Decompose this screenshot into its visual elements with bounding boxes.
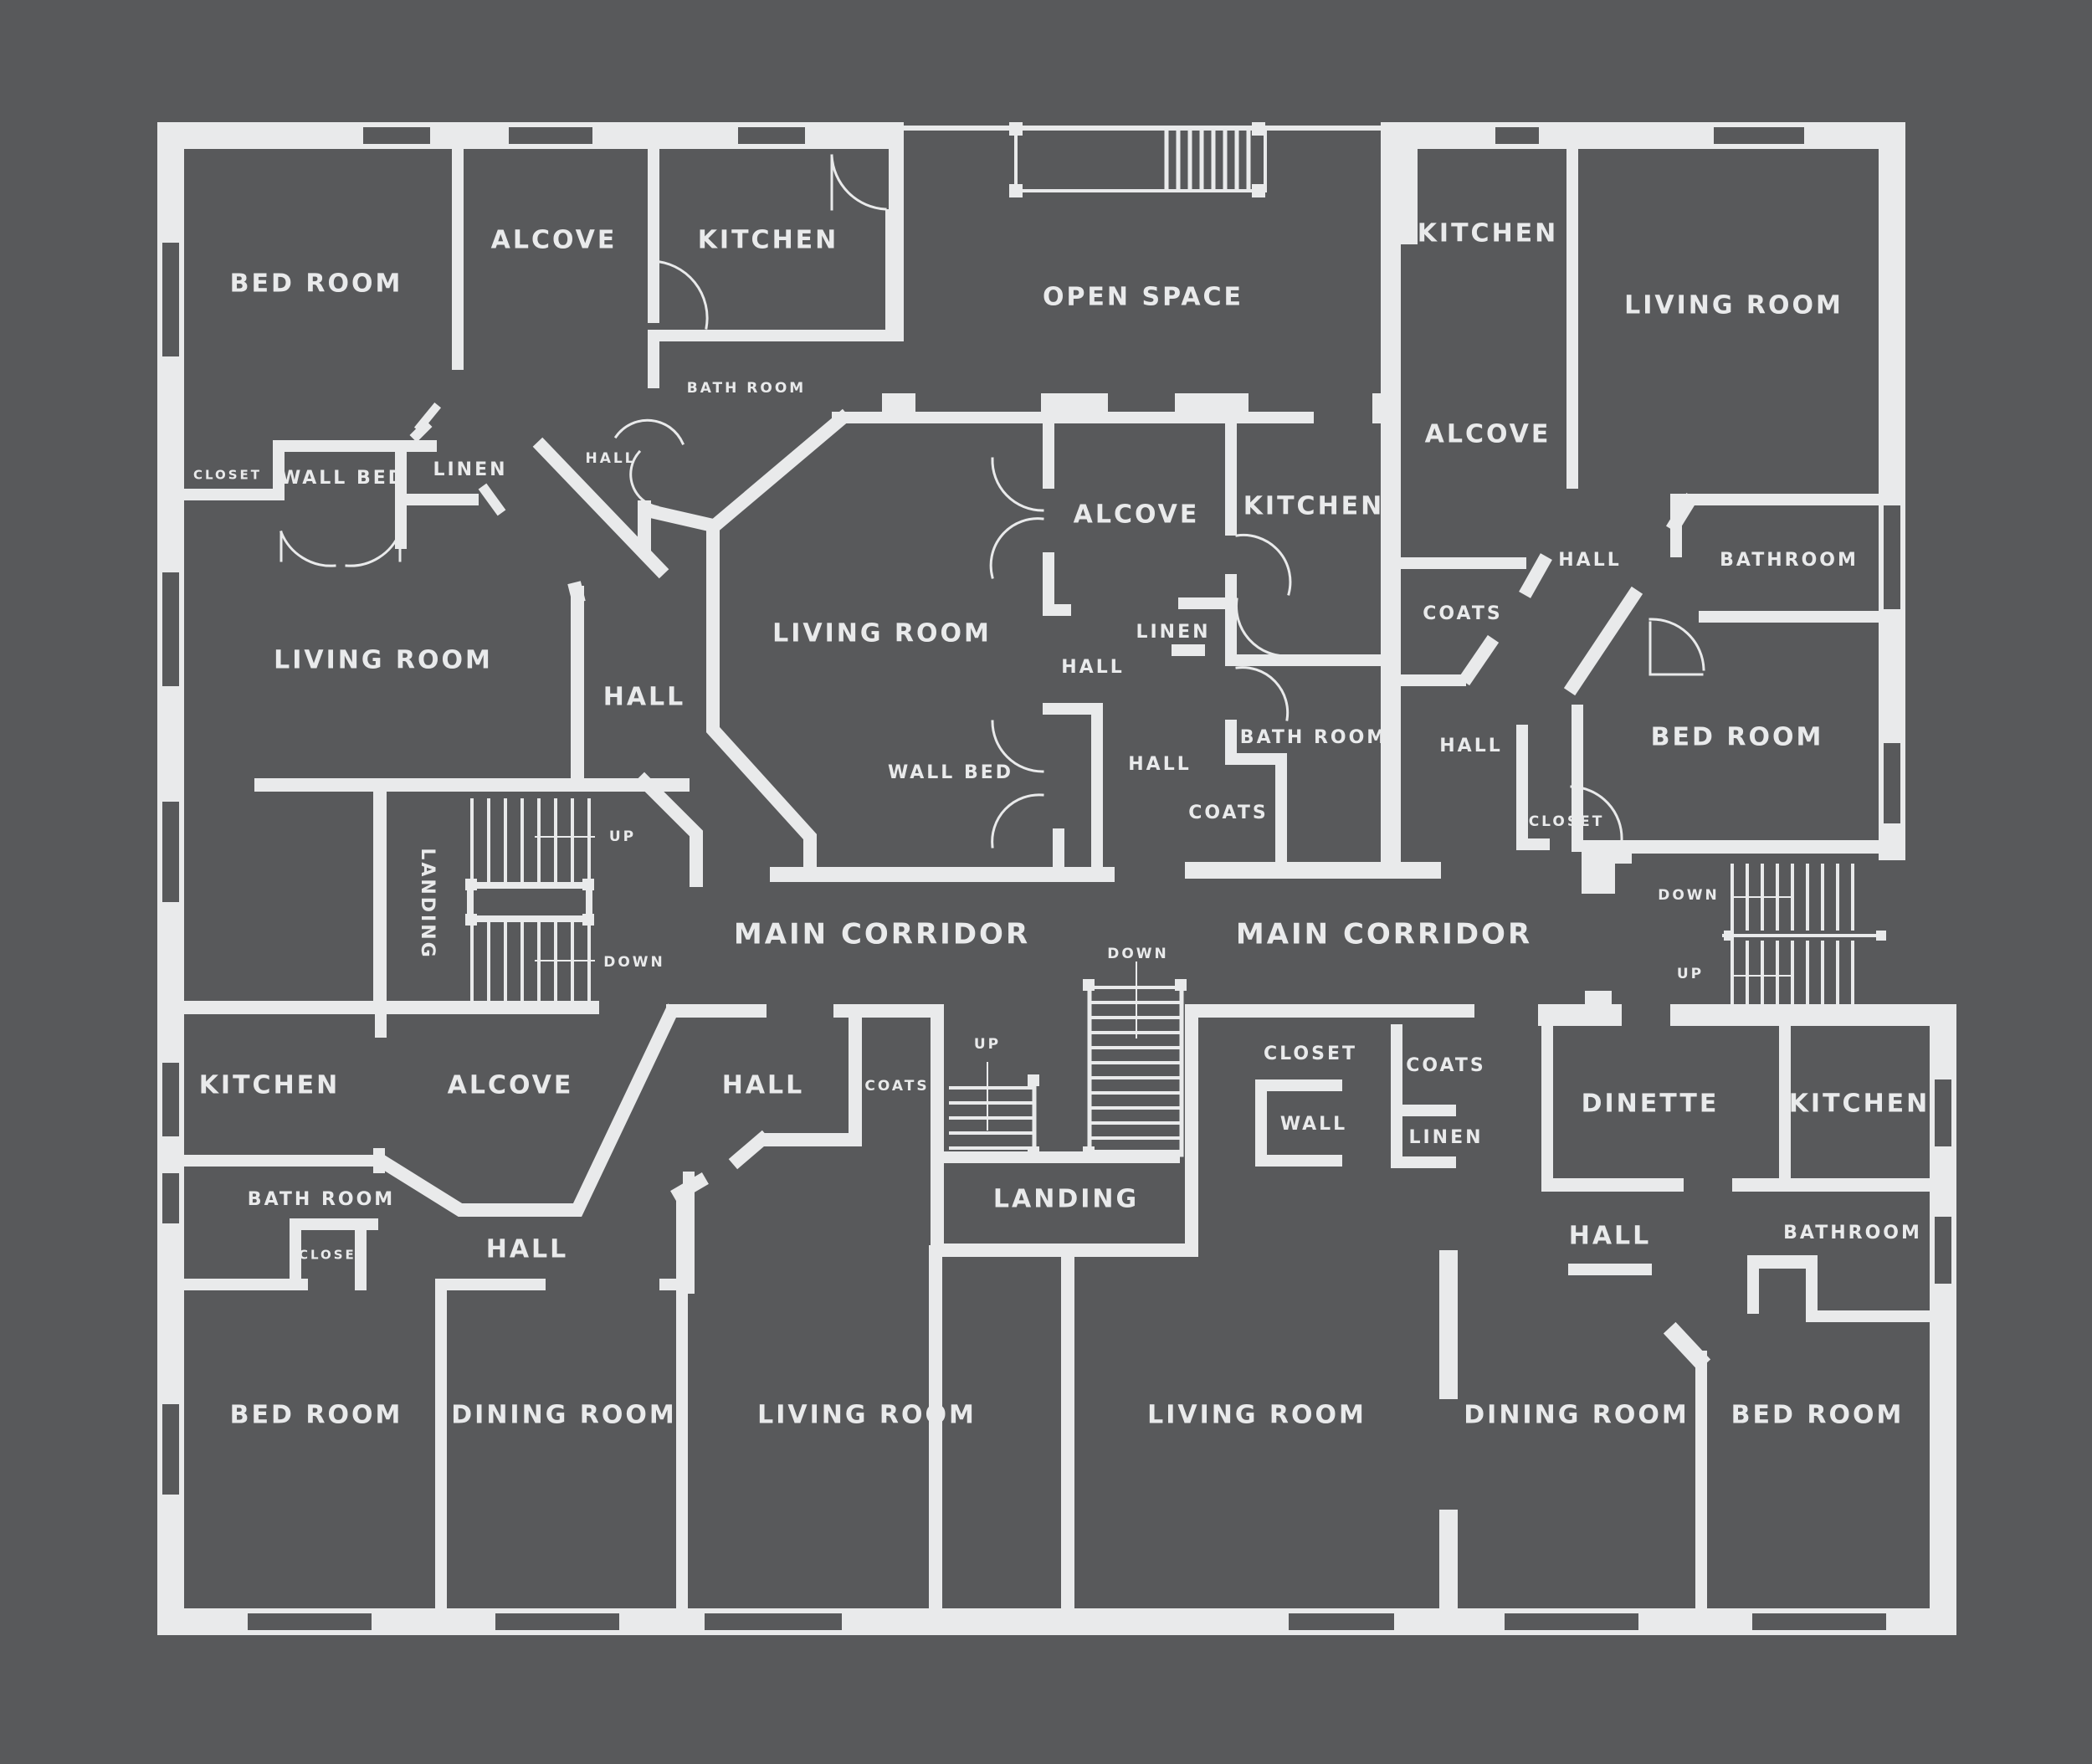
diagonal-walls — [375, 402, 1711, 1372]
alcove-nw-label: ALCOVE — [491, 226, 618, 255]
door-swings — [279, 154, 1705, 849]
hall-sw-a-label: HALL — [722, 1071, 805, 1100]
stairs-west — [465, 798, 595, 1003]
closet-nw-label: CLOSET — [193, 468, 262, 483]
open-space-label: OPEN SPACE — [1043, 283, 1243, 312]
bed-room-sw-label: BED ROOM — [230, 1401, 403, 1430]
up-ne-label: UP — [1677, 966, 1704, 982]
wall-bed-center-label: WALL BED — [888, 762, 1013, 783]
hall-w-label: HALL — [603, 683, 686, 712]
closet-sw-label: CLOSET — [299, 1248, 367, 1263]
hall-center-b-label: HALL — [1128, 754, 1191, 775]
bath-room-sw-label: BATH ROOM — [248, 1189, 395, 1210]
up-center-label: UP — [974, 1036, 1001, 1053]
coats-ne-label: COATS — [1423, 603, 1502, 624]
living-room-w-label: LIVING ROOM — [274, 646, 493, 675]
down-center-label: DOWN — [1107, 946, 1169, 962]
hall-nw-small-label: HALL — [585, 450, 636, 467]
bathroom-se-label: BATHROOM — [1783, 1223, 1922, 1244]
bed-room-ne-label: BED ROOM — [1651, 723, 1824, 752]
coats-se-label: COATS — [1406, 1055, 1485, 1076]
interior-walls — [184, 122, 1933, 1618]
bed-room-se-label: BED ROOM — [1731, 1401, 1905, 1430]
kitchen-se-label: KITCHEN — [1789, 1090, 1930, 1119]
room-labels: BED ROOM ALCOVE KITCHEN OPEN SPACE KITCH… — [193, 219, 1930, 1430]
landing-center-label: LANDING — [993, 1185, 1139, 1214]
living-room-center-label: LIVING ROOM — [772, 619, 992, 649]
stairs-east — [1722, 864, 1886, 1006]
stairs-north — [1009, 122, 1267, 197]
hall-se-label: HALL — [1569, 1222, 1652, 1251]
kitchen-sw-label: KITCHEN — [199, 1071, 341, 1100]
living-room-ne-label: LIVING ROOM — [1624, 291, 1843, 320]
bath-room-center-label: BATH ROOM — [1240, 727, 1387, 748]
alcove-sw-label: ALCOVE — [448, 1071, 574, 1100]
closet-s-label: CLOSET — [1264, 1044, 1357, 1064]
bed-room-nw-label: BED ROOM — [230, 269, 403, 299]
wall-bed-nw-label: WALL BED — [280, 468, 406, 489]
landing-w-label: LANDING — [417, 848, 438, 959]
hall-ne-lower-label: HALL — [1439, 736, 1502, 756]
main-corridor-1-label: MAIN CORRIDOR — [734, 918, 1030, 951]
coats-s-label: COATS — [864, 1078, 929, 1095]
bath-room-n-label: BATH ROOM — [687, 380, 806, 397]
dinette-label: DINETTE — [1582, 1090, 1720, 1119]
windows — [159, 124, 1955, 1633]
hall-sw-b-label: HALL — [486, 1235, 569, 1264]
kitchen-center-label: KITCHEN — [1243, 492, 1385, 521]
up-w-label: UP — [609, 828, 636, 845]
dining-room-sw-label: DINING ROOM — [451, 1401, 676, 1430]
kitchen-nw-label: KITCHEN — [698, 226, 839, 255]
down-w-label: DOWN — [603, 954, 665, 971]
alcove-center-label: ALCOVE — [1074, 500, 1200, 530]
hall-ne-label: HALL — [1558, 550, 1621, 571]
kitchen-ne-label: KITCHEN — [1418, 219, 1559, 249]
linen-center-label: LINEN — [1136, 622, 1210, 643]
hall-center-a-label: HALL — [1061, 657, 1124, 678]
linen-se-label: LINEN — [1408, 1127, 1483, 1148]
main-corridor-2-label: MAIN CORRIDOR — [1236, 918, 1532, 951]
wall-s-label: WALL — [1280, 1114, 1347, 1135]
coats-center-label: COATS — [1188, 803, 1268, 823]
bathroom-ne-label: BATHROOM — [1720, 550, 1859, 571]
alcove-ne-label: ALCOVE — [1425, 420, 1551, 449]
closet-ne-label: CLOSET — [1529, 813, 1605, 830]
linen-nw-label: LINEN — [433, 459, 507, 480]
living-room-s1-label: LIVING ROOM — [757, 1401, 977, 1430]
dining-room-se-label: DINING ROOM — [1464, 1401, 1689, 1430]
living-room-s2-label: LIVING ROOM — [1147, 1401, 1366, 1430]
down-ne-label: DOWN — [1658, 887, 1720, 904]
stairs-center — [949, 961, 1187, 1158]
